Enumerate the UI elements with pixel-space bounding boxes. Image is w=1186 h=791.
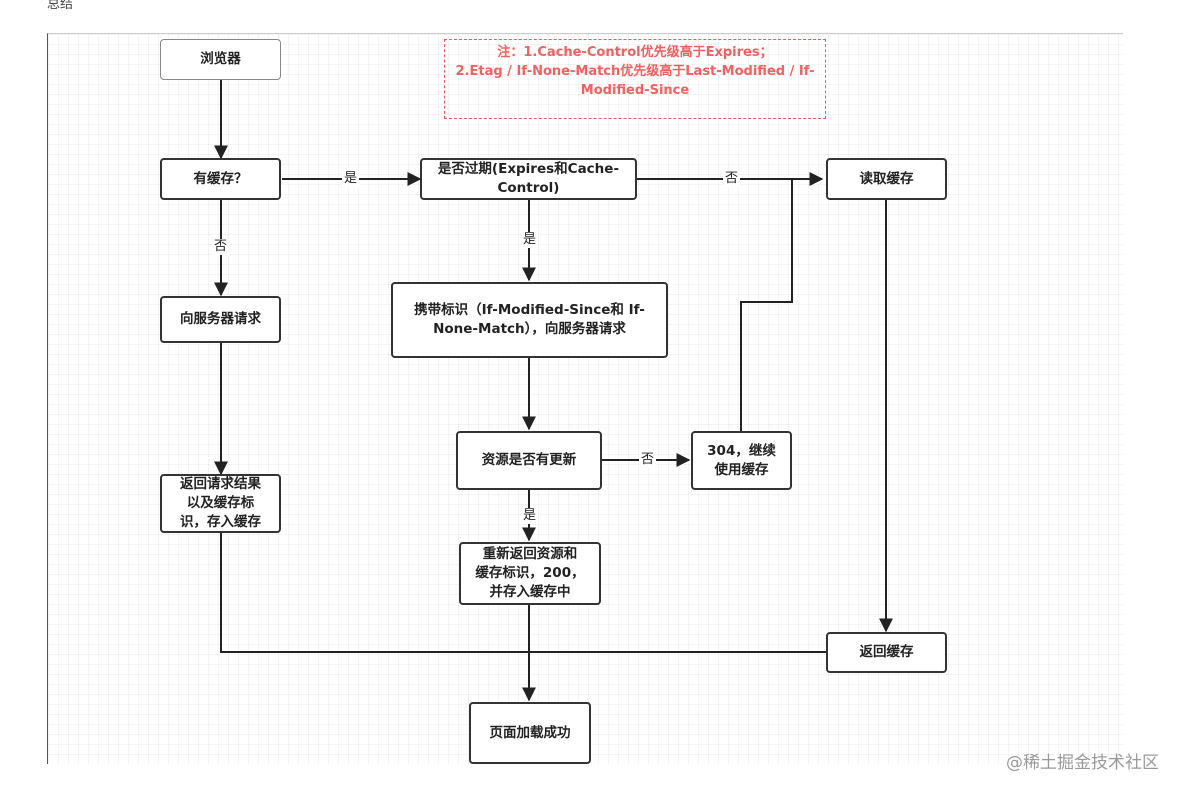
node-not-modified-304[interactable]: 304，继续 使用缓存 <box>691 431 792 490</box>
node-return-cache[interactable]: 返回缓存 <box>826 632 947 673</box>
node-has-cache[interactable]: 有缓存？ <box>160 158 281 200</box>
node-request-server[interactable]: 向服务器请求 <box>160 296 281 343</box>
node-read-cache[interactable]: 读取缓存 <box>826 158 947 200</box>
section-title-fragment: 总结 <box>47 0 74 12</box>
edge-label-yes-conditional: 是 <box>521 232 539 248</box>
edge-label-no-304: 否 <box>639 452 657 468</box>
node-page-loaded[interactable]: 页面加载成功 <box>469 702 591 764</box>
node-resource-updated[interactable]: 资源是否有更新 <box>456 431 602 490</box>
edge-label-no-request: 否 <box>212 239 230 255</box>
edge-label-no-read-cache: 否 <box>723 171 741 187</box>
edge-label-yes-new-resource: 是 <box>521 508 539 524</box>
flowchart-canvas: 注：1.Cache-Control优先级高于Expires； 2.Etag / … <box>47 33 1123 764</box>
node-conditional-request[interactable]: 携带标识（If-Modified-Since和 If-None-Match），向… <box>391 282 668 358</box>
edge-return-result-to-page <box>220 533 529 653</box>
priority-note: 注：1.Cache-Control优先级高于Expires； 2.Etag / … <box>444 39 826 119</box>
watermark: @稀土掘金技术社区 <box>1006 753 1159 773</box>
node-browser[interactable]: 浏览器 <box>160 39 281 80</box>
node-return-result[interactable]: 返回请求结果 以及缓存标 识，存入缓存 <box>160 474 281 533</box>
node-new-resource[interactable]: 重新返回资源和 缓存标识，200， 并存入缓存中 <box>459 542 601 605</box>
node-is-expired[interactable]: 是否过期(Expires和Cache-Control) <box>420 158 637 200</box>
flowchart-connectors <box>214 80 893 702</box>
edge-304-to-read-cache <box>740 179 793 431</box>
edge-label-yes-expired: 是 <box>342 171 360 187</box>
